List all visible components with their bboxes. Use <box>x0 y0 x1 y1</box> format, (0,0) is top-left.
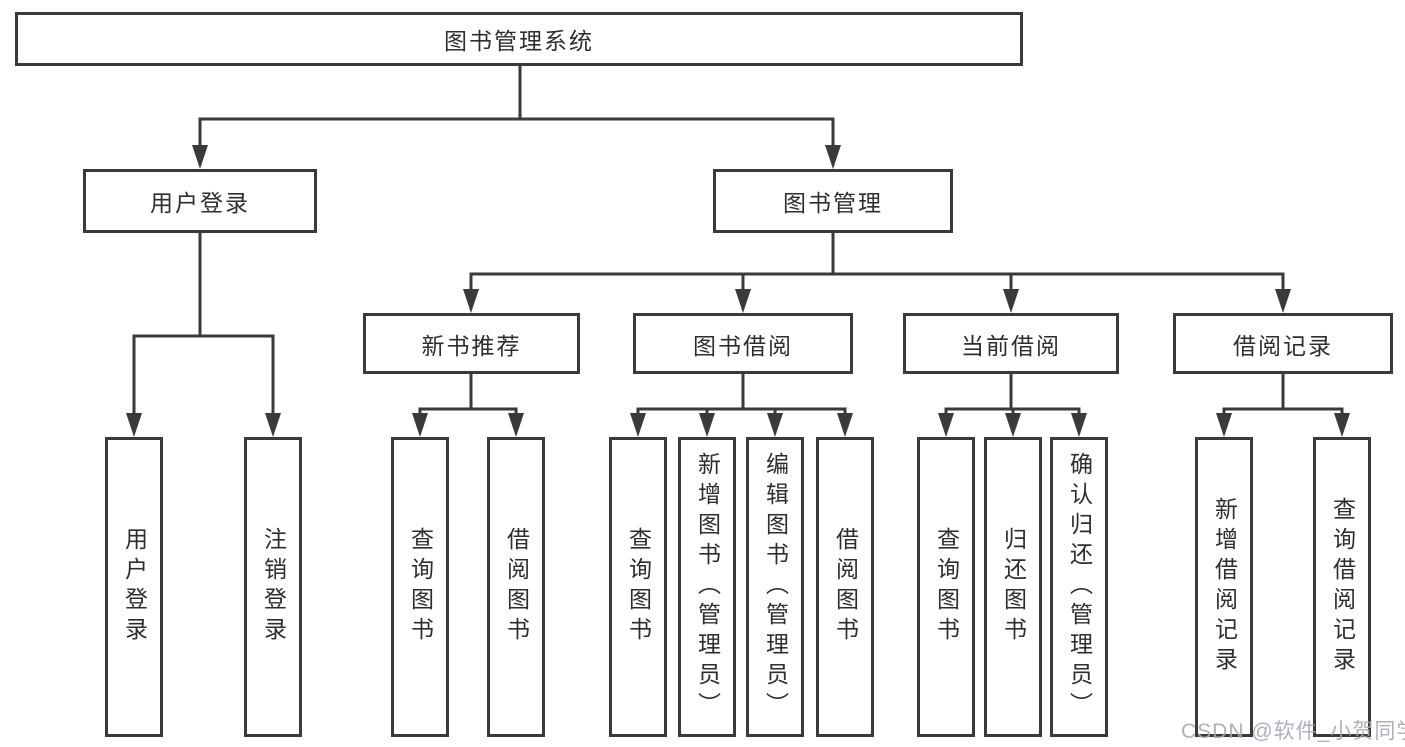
node-borrowing-records: 借阅记录 <box>1173 313 1393 374</box>
arrowhead-down-icon <box>1003 289 1019 313</box>
arrowhead-down-icon <box>508 413 524 437</box>
node-leaf-user-login: 用户登录 <box>105 437 163 737</box>
node-leaf-query-borrow-record-label: 查询借阅记录 <box>1329 497 1356 677</box>
arrowhead-down-icon <box>825 145 841 169</box>
node-leaf-logout-label: 注销登录 <box>260 527 287 647</box>
node-leaf-logout: 注销登录 <box>244 437 302 737</box>
node-leaf-borrow-books-label: 借阅图书 <box>832 527 859 647</box>
arrowhead-down-icon <box>938 413 954 437</box>
node-leaf-borrow-books: 借阅图书 <box>816 437 874 737</box>
node-leaf-borrow-books-recommend-label: 借阅图书 <box>503 527 530 647</box>
node-current-borrowing: 当前借阅 <box>903 313 1119 374</box>
node-leaf-query-books-recommend-label: 查询图书 <box>407 527 434 647</box>
node-leaf-query-books-current-label: 查询图书 <box>933 527 960 647</box>
node-new-book-recommend: 新书推荐 <box>363 313 580 374</box>
arrowhead-down-icon <box>1275 289 1291 313</box>
node-leaf-add-borrow-record: 新增借阅记录 <box>1195 437 1253 737</box>
arrowhead-down-icon <box>1334 413 1350 437</box>
node-leaf-user-login-label: 用户登录 <box>121 527 148 647</box>
node-leaf-borrow-books-recommend: 借阅图书 <box>487 437 545 737</box>
arrowhead-down-icon <box>767 413 783 437</box>
node-new-book-recommend-label: 新书推荐 <box>421 332 522 359</box>
node-leaf-add-book-admin: 新增图书（管理员） <box>678 437 736 737</box>
arrowhead-down-icon <box>126 413 142 437</box>
arrowhead-down-icon <box>265 413 281 437</box>
node-leaf-return-books-label: 归还图书 <box>1000 527 1027 647</box>
node-leaf-return-books: 归还图书 <box>984 437 1042 737</box>
node-leaf-edit-book-admin-label: 编辑图书（管理员） <box>762 452 789 722</box>
node-leaf-query-books-borrowing: 查询图书 <box>609 437 667 737</box>
arrowhead-down-icon <box>630 413 646 437</box>
node-leaf-add-book-admin-label: 新增图书（管理员） <box>694 452 721 722</box>
node-user-login: 用户登录 <box>83 169 317 233</box>
node-book-borrowing: 图书借阅 <box>633 313 853 374</box>
arrowhead-down-icon <box>463 289 479 313</box>
node-library-system: 图书管理系统 <box>15 12 1023 66</box>
arrowhead-down-icon <box>837 413 853 437</box>
node-book-management-label: 图书管理 <box>783 190 883 216</box>
arrowhead-down-icon <box>735 289 751 313</box>
node-leaf-add-borrow-record-label: 新增借阅记录 <box>1211 497 1238 677</box>
node-leaf-confirm-return-admin: 确认归还（管理员） <box>1050 437 1108 737</box>
node-book-management: 图书管理 <box>713 169 953 233</box>
node-leaf-query-borrow-record: 查询借阅记录 <box>1313 437 1371 737</box>
node-user-login-label: 用户登录 <box>150 190 250 216</box>
node-leaf-query-books-borrowing-label: 查询图书 <box>625 527 652 647</box>
node-borrowing-records-label: 借阅记录 <box>1233 332 1333 359</box>
node-library-system-label: 图书管理系统 <box>444 28 594 54</box>
node-leaf-edit-book-admin: 编辑图书（管理员） <box>746 437 804 737</box>
node-leaf-query-books-current: 查询图书 <box>917 437 975 737</box>
arrowhead-down-icon <box>1071 413 1087 437</box>
arrowhead-down-icon <box>1005 413 1021 437</box>
node-leaf-confirm-return-admin-label: 确认归还（管理员） <box>1066 452 1093 722</box>
node-book-borrowing-label: 图书借阅 <box>693 332 793 359</box>
node-current-borrowing-label: 当前借阅 <box>961 332 1061 359</box>
arrowhead-down-icon <box>192 145 208 169</box>
arrowhead-down-icon <box>412 413 428 437</box>
arrowhead-down-icon <box>1216 413 1232 437</box>
arrowhead-down-icon <box>699 413 715 437</box>
csdn-watermark: CSDN @软件_小贺同学 <box>1181 720 1405 743</box>
node-leaf-query-books-recommend: 查询图书 <box>391 437 449 737</box>
